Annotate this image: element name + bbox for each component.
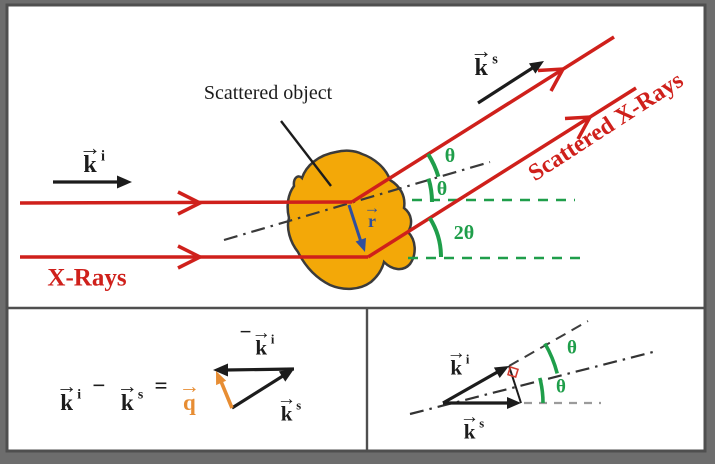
triangle-ks-vector-head [278, 369, 294, 382]
scattered-ray-upper [351, 35, 615, 204]
theta-arc-lower [426, 178, 434, 203]
theta-arc-upper [426, 152, 441, 178]
br-ki-vector [442, 368, 502, 405]
ks-direction-arrow [477, 65, 535, 105]
neg-ki-vector [225, 367, 295, 372]
xrays-label: X-Rays [47, 264, 127, 292]
br-theta-arc-lower [538, 377, 545, 404]
theta-lower-label: θ [436, 178, 448, 200]
ki-direction-arrow-head [117, 175, 132, 189]
br-ks-vector-head [507, 397, 521, 409]
br-dashed-extension [508, 320, 589, 367]
two-theta-label: 2θ [453, 222, 475, 244]
vector-arrow-icon: → [56, 374, 78, 398]
r-vector-arrow [347, 204, 363, 243]
incident-ray-lower-head [177, 244, 204, 270]
vector-arrow-icon: → [470, 37, 493, 63]
vector-arrow-icon: → [363, 197, 381, 217]
vector-arrow-icon: → [78, 134, 102, 160]
scattering-object-blob [286, 149, 416, 291]
ks-direction-arrow-head [529, 61, 544, 74]
vector-arrow-icon: → [251, 322, 271, 344]
q-vector [218, 378, 234, 409]
br-closing-line [508, 365, 522, 404]
incident-ray-upper-head [177, 190, 204, 216]
equals-sign: = [154, 373, 168, 398]
vector-arrow-icon: → [116, 374, 138, 398]
vector-arrow-icon: → [276, 388, 297, 410]
vector-arrow-icon: → [459, 406, 480, 428]
bisector-dash-dot-line [223, 160, 491, 242]
vector-arrow-icon: → [178, 374, 200, 398]
scattered-object-caption: Scattered object [203, 82, 333, 104]
br-ki-vector-head [493, 366, 509, 378]
two-theta-arc [428, 217, 444, 258]
incident-ray-upper [19, 200, 353, 205]
scattered-ray-upper-head [537, 67, 567, 92]
right-angle-marker [507, 366, 519, 378]
q-vector-head [216, 371, 227, 386]
triangle-ks-vector [231, 372, 287, 410]
br-theta-arc-upper [543, 342, 559, 374]
br-theta-upper-label: θ [567, 337, 577, 359]
r-vector-arrow-head [355, 237, 366, 252]
scattered-ray-lower-head [564, 115, 594, 140]
vector-arrow-icon: → [446, 342, 466, 364]
r-label: →r [363, 197, 381, 231]
object-pointer-line [280, 120, 332, 187]
br-theta-lower-label: θ [556, 376, 566, 398]
theta-upper-label: θ [444, 145, 456, 167]
minus-sign: − [92, 373, 106, 398]
neg-ki-vector-head [213, 363, 228, 377]
